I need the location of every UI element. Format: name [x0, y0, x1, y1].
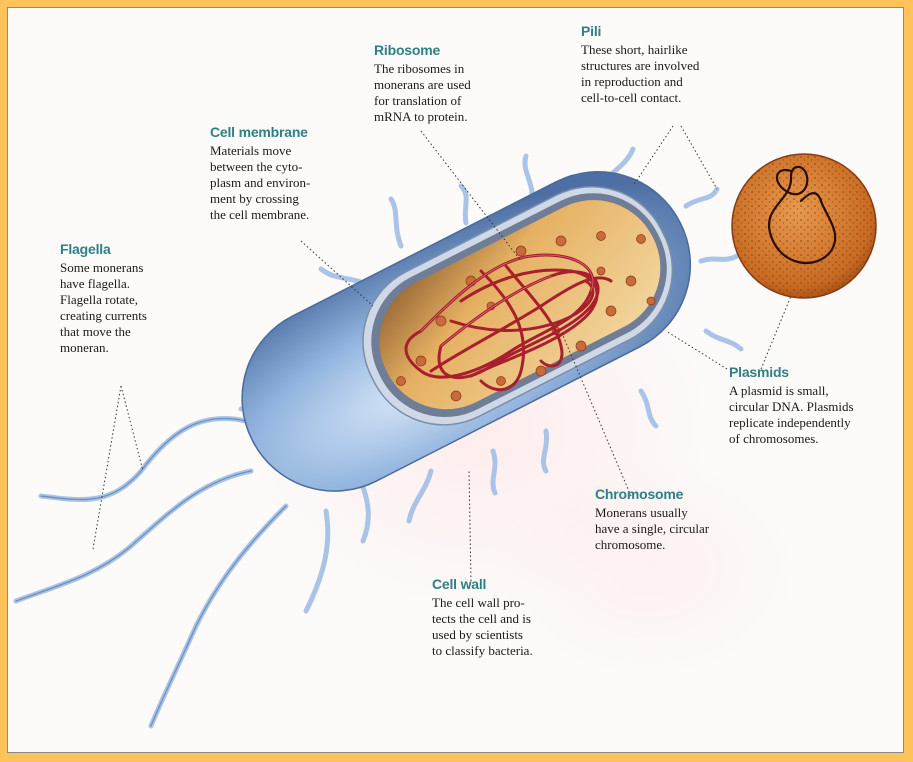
label-title: Flagella: [60, 241, 200, 257]
pilus: [493, 451, 495, 493]
label-text: These short, hairlike structures are inv…: [581, 42, 761, 106]
flagellum: [151, 506, 286, 726]
pili-leader: [681, 126, 717, 189]
pilus: [706, 331, 741, 349]
pilus: [543, 431, 546, 471]
plasmid-micrograph: [732, 154, 876, 298]
flagella-leader: [93, 386, 121, 549]
pilus: [461, 186, 466, 223]
pilus: [641, 391, 656, 426]
label-text: Some monerans have flagella. Flagella ro…: [60, 260, 200, 356]
label-flagella: Flagella Some monerans have flagella. Fl…: [60, 241, 200, 356]
label-text: A plasmid is small, circular DNA. Plasmi…: [729, 383, 901, 447]
label-chromosome: Chromosome Monerans usually have a singl…: [595, 486, 755, 553]
label-cell-wall: Cell wall The cell wall pro- tects the c…: [432, 576, 582, 659]
label-text: The ribosomes in monerans are used for t…: [374, 61, 524, 125]
label-plasmids: Plasmids A plasmid is small, circular DN…: [729, 364, 901, 447]
label-title: Cell wall: [432, 576, 582, 592]
label-title: Plasmids: [729, 364, 901, 380]
plasmids-leader: [761, 296, 791, 369]
label-text: Monerans usually have a single, circular…: [595, 505, 755, 553]
diagram-frame: Ribosome The ribosomes in monerans are u…: [7, 7, 904, 753]
cell-wall-leader: [469, 471, 471, 581]
flagellum: [306, 511, 328, 611]
pilus: [409, 471, 431, 521]
label-title: Cell membrane: [210, 124, 360, 140]
flagellum: [41, 418, 246, 499]
label-title: Pili: [581, 23, 761, 39]
pili-leader: [633, 126, 673, 186]
label-text: Materials move between the cyto- plasm a…: [210, 143, 360, 223]
label-text: The cell wall pro- tects the cell and is…: [432, 595, 582, 659]
label-cell-membrane: Cell membrane Materials move between the…: [210, 124, 360, 223]
label-title: Chromosome: [595, 486, 755, 502]
pilus: [701, 256, 737, 261]
flagella-leader: [121, 386, 143, 471]
pilus: [391, 199, 401, 246]
label-pili: Pili These short, hairlike structures ar…: [581, 23, 761, 106]
pilus: [686, 189, 717, 206]
flagellum: [16, 471, 251, 601]
label-title: Ribosome: [374, 42, 524, 58]
label-ribosome: Ribosome The ribosomes in monerans are u…: [374, 42, 524, 125]
